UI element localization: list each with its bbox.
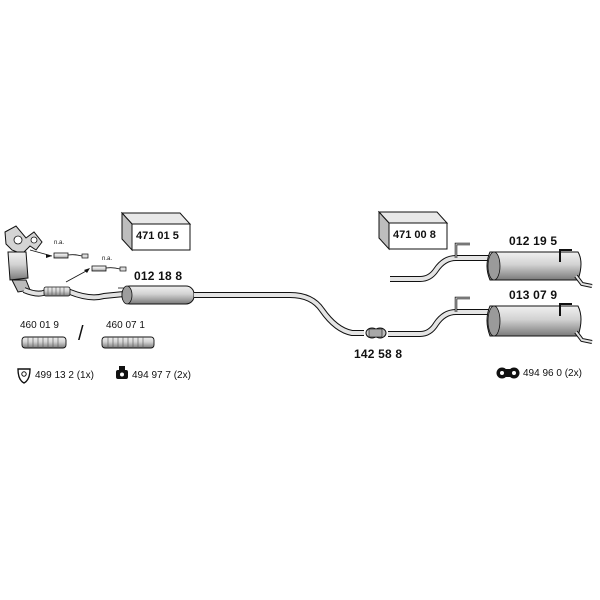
- exhaust-manifold: [4, 225, 43, 293]
- rear-silencer-b: [388, 296, 593, 344]
- lambda-sensor-icon: [65, 265, 127, 283]
- gasket-part-number: 499 13 2 (1x): [35, 370, 94, 381]
- not-available-label: n.a.: [102, 256, 113, 262]
- rear-rubber-mount-part-number: 494 96 0 (2x): [523, 368, 582, 379]
- gasket-icon: [17, 368, 31, 384]
- rear-silencer-a-part-number: 012 19 5: [509, 234, 558, 248]
- clamp-part-number: 142 58 8: [354, 347, 403, 361]
- kit-box-icon: [377, 210, 449, 251]
- rubber-mount-icon: [116, 366, 128, 379]
- flex-pipe-b: [101, 336, 155, 349]
- catalyst-kit-number: 471 01 5: [136, 230, 179, 242]
- front-pipe: [22, 286, 125, 301]
- rear-rubber-mount-icon: [496, 367, 520, 379]
- flex-pipe-b-part-number: 460 07 1: [106, 320, 145, 331]
- separator-slash: /: [78, 323, 84, 345]
- front-pipe-part-number: 012 18 8: [134, 269, 183, 283]
- lambda-sensor-icon: [29, 249, 89, 259]
- kit-box-icon: [120, 211, 192, 252]
- rear-silencer-a: [390, 242, 593, 288]
- rear-silencer-b-part-number: 013 07 9: [509, 288, 558, 302]
- middle-silencer: [118, 285, 195, 305]
- clamp-icon: [365, 327, 387, 339]
- flex-pipe-a-part-number: 460 01 9: [20, 320, 59, 331]
- not-available-label: n.a.: [54, 240, 65, 246]
- middle-pipe: [194, 292, 364, 336]
- rubber-mount-part-number: 494 97 7 (2x): [132, 370, 191, 381]
- rear-kit-number: 471 00 8: [393, 229, 436, 241]
- flex-pipe-a: [21, 336, 67, 349]
